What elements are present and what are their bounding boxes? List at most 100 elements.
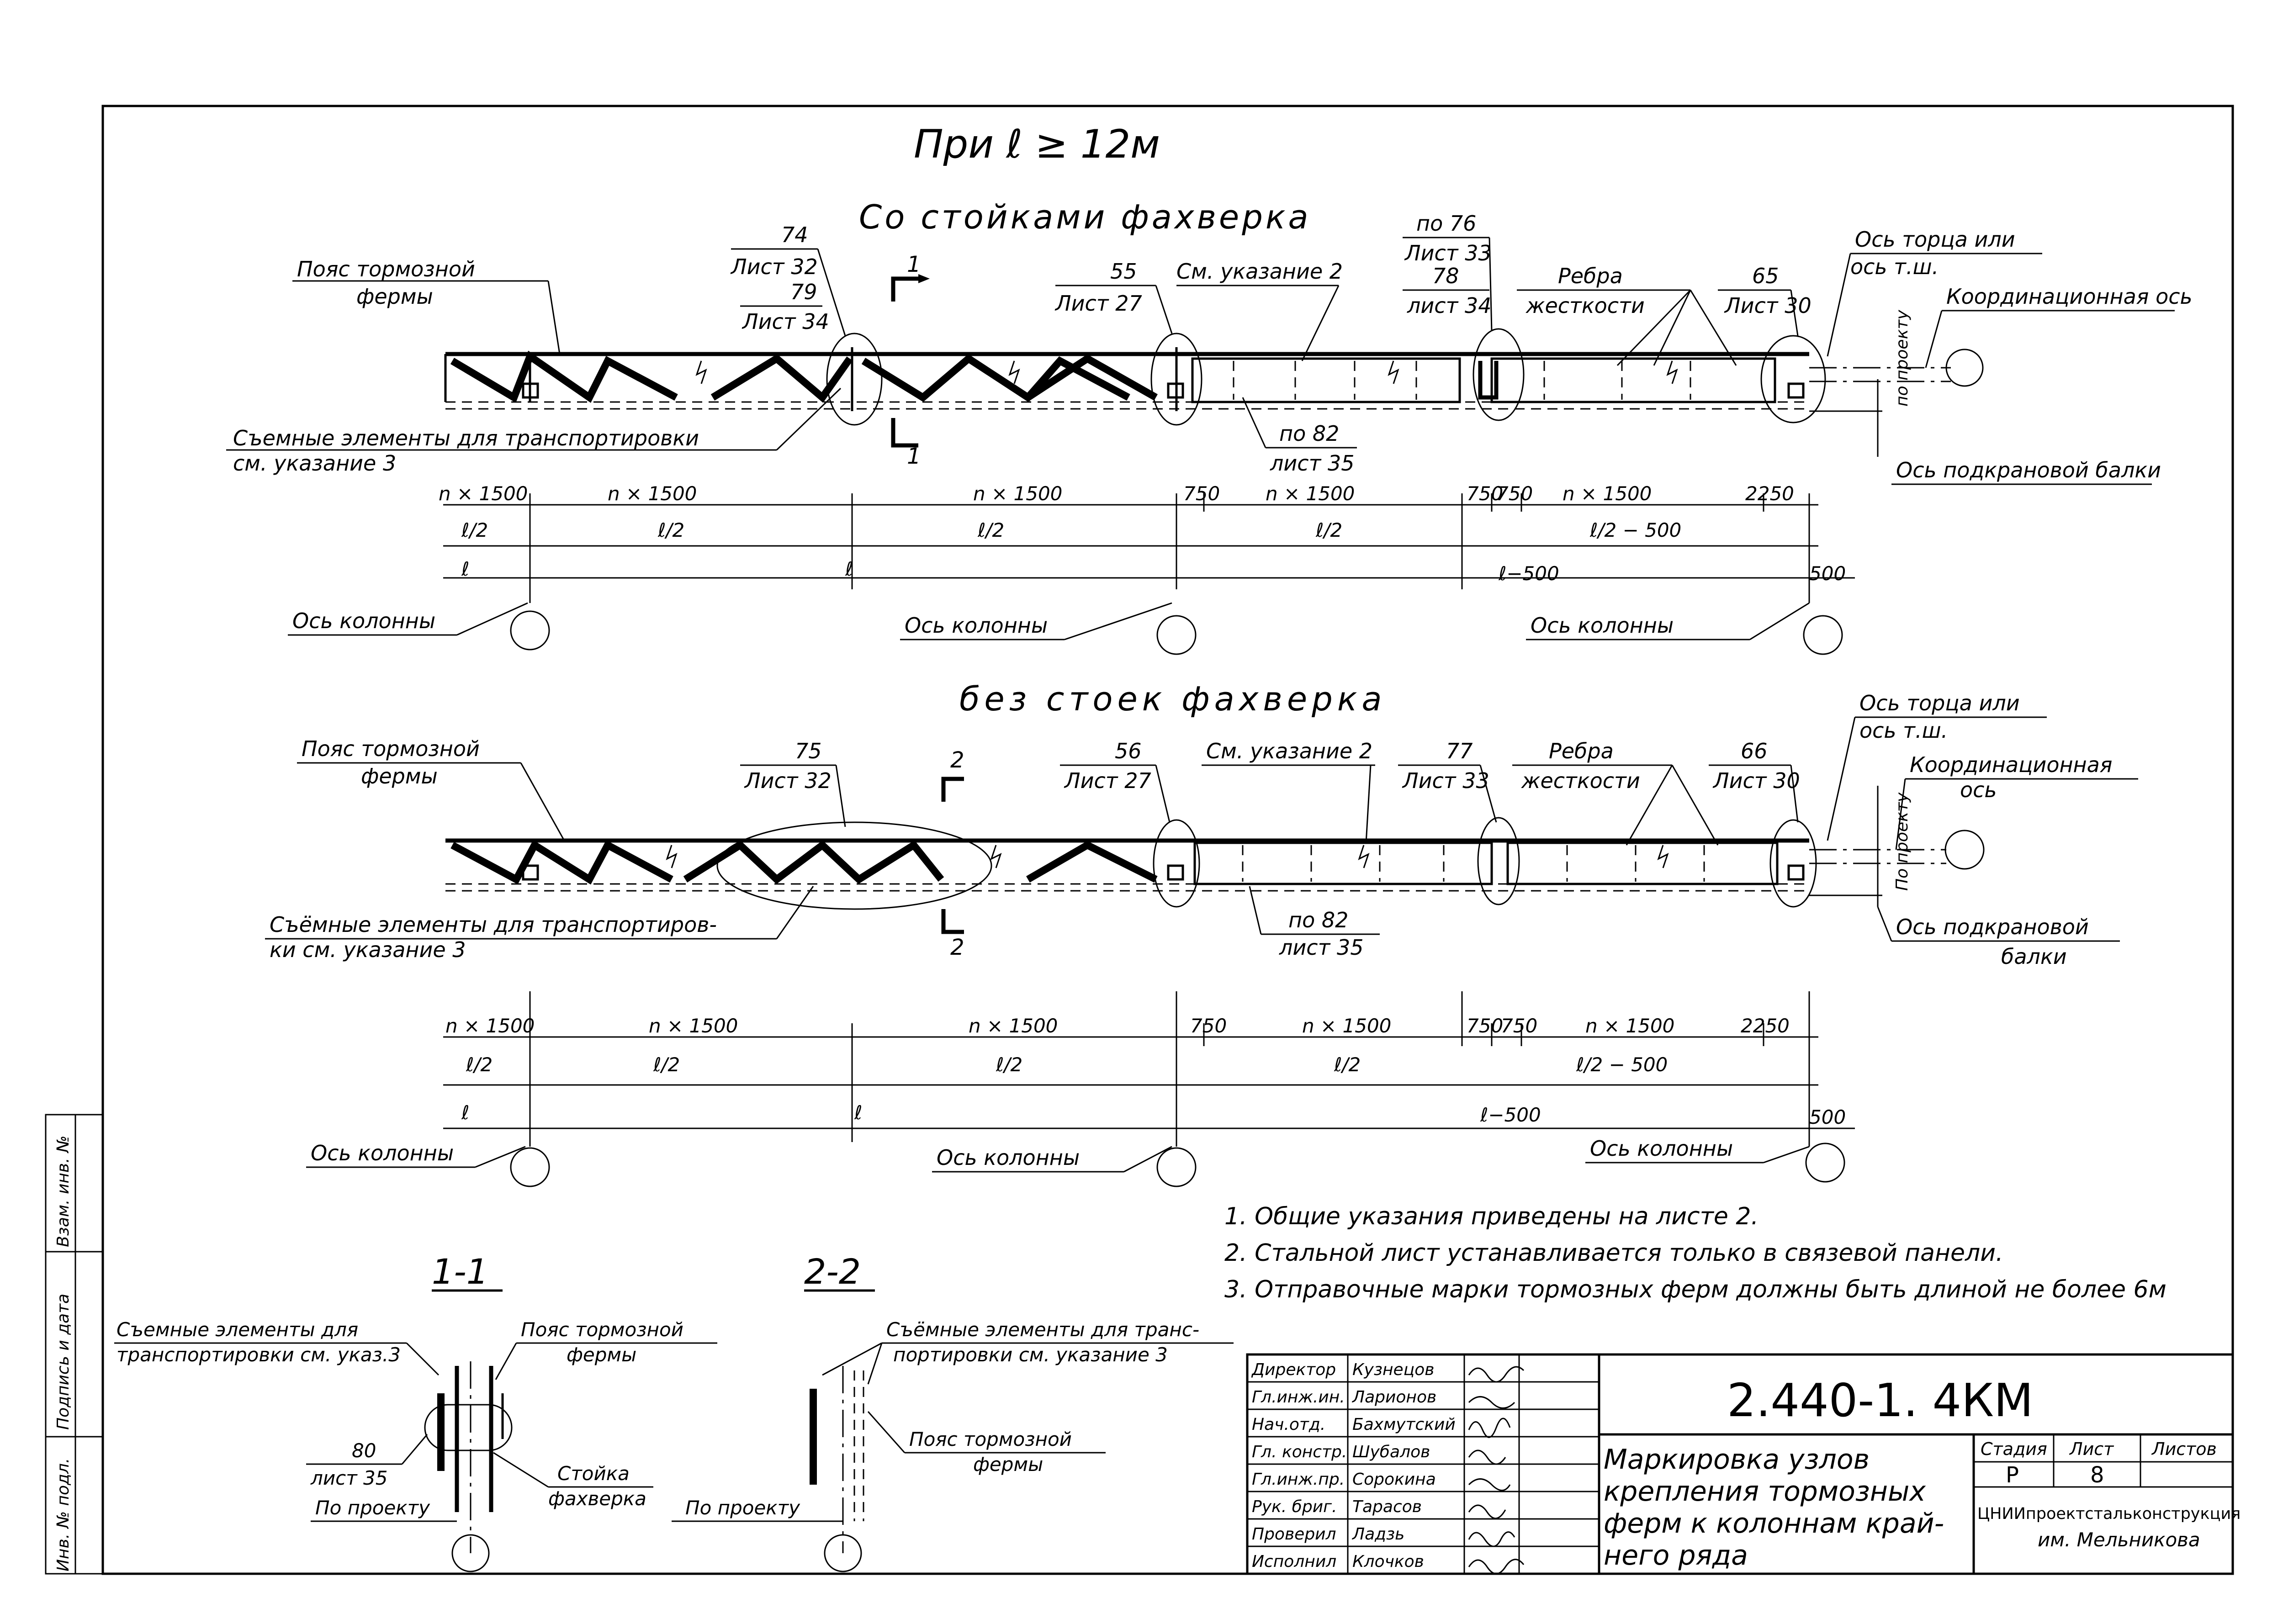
bottom-diagonals (450, 840, 1158, 885)
bottom-coord-axis-2: ось (1960, 778, 1997, 802)
section-1-removable-2: транспортировки см. указ.3 (117, 1344, 401, 1366)
top-c78-sheet: лист 34 (1407, 293, 1492, 318)
bottom-c82-sheet: лист 35 (1279, 935, 1364, 960)
tb-name-4: Шубалов (1352, 1443, 1430, 1461)
bottom-c66-num: 66 (1741, 739, 1768, 763)
bottom-c77-num: 77 (1446, 739, 1473, 763)
bottom-dim-r1-2: n × 1500 (649, 1015, 738, 1037)
top-dim-r2-3: ℓ/2 (977, 519, 1004, 541)
section-1-c80-sheet: лист 35 (310, 1467, 388, 1489)
tb-name-6: Тарасов (1352, 1497, 1422, 1516)
bottom-dim-r3-1: ℓ (461, 1101, 469, 1124)
top-dim-r3-4: 500 (1809, 562, 1846, 585)
bottom-end-axis-1: Ось торца или (1859, 691, 2020, 715)
section-2-belt-1: Пояс тормозной (909, 1428, 1072, 1450)
bottom-crane-axis-2: балки (2001, 944, 2067, 969)
top-c65-sheet: Лист 30 (1724, 293, 1812, 318)
bottom-section-mark-lower: 2 (950, 935, 964, 960)
tb-role-5: Гл.инж.пр. (1252, 1470, 1345, 1489)
top-dim-r1-4: 750 (1183, 482, 1220, 505)
bottom-dim-r2-1: ℓ/2 (466, 1053, 493, 1076)
bottom-ribs-1: Ребра (1549, 739, 1614, 763)
top-c78-num: 78 (1432, 264, 1459, 288)
top-c65-num: 65 (1752, 264, 1779, 288)
bottom-labels: Пояс тормозной фермы 75 Лист 32 56 Лист … (265, 691, 2138, 969)
top-dim-r1-1: n × 1500 (439, 482, 528, 505)
tb-role-1: Директор (1251, 1360, 1336, 1379)
heading: При ℓ ≥ 12м (914, 122, 1160, 167)
top-section-marks: 1 1 (891, 252, 930, 469)
top-c74-sheet: Лист 32 (730, 254, 818, 279)
tb-name-1: Кузнецов (1352, 1360, 1434, 1379)
bottom-dim-r1-8: n × 1500 (1585, 1015, 1674, 1037)
top-dimensions: n × 1500 n × 1500 n × 1500 750 n × 1500 … (439, 482, 1855, 603)
top-po-proektu: по проекту (1893, 310, 1912, 407)
bottom-c75-num: 75 (795, 739, 822, 763)
bottom-belt-2: фермы (361, 764, 438, 788)
top-belt-1: Пояс тормозной (297, 257, 475, 281)
side-stamp-inv: Инв. № подл. (54, 1458, 73, 1571)
top-dim-r2-5: ℓ/2 − 500 (1589, 519, 1681, 541)
bottom-coord-axis-1: Координационная (1910, 752, 2112, 777)
bottom-dim-r3-2: ℓ (854, 1101, 862, 1124)
bottom-dim-r1-7: 750 (1501, 1015, 1537, 1037)
bottom-ribs-2: жесткости (1521, 768, 1640, 793)
top-column-axis-3: Ось колонны (1531, 613, 1674, 638)
tb-sheet: 8 (2090, 1462, 2104, 1488)
top-c79-num: 79 (790, 280, 817, 304)
bottom-c66-sheet: Лист 30 (1712, 768, 1800, 793)
top-c79-sheet: Лист 34 (742, 309, 829, 334)
tb-role-7: Проверил (1252, 1525, 1336, 1544)
top-dim-r1-9: 2250 (1745, 482, 1794, 505)
bottom-dim-r2-5: ℓ/2 − 500 (1576, 1053, 1668, 1076)
side-stamp-replace: Взам. инв. № (54, 1136, 73, 1247)
tb-stage: Р (2006, 1462, 2019, 1488)
section-1-po-proektu: По проекту (315, 1497, 430, 1519)
bottom-dim-r2-4: ℓ/2 (1334, 1053, 1361, 1076)
top-ribs-1: Ребра (1558, 264, 1623, 288)
top-dim-r1-8: n × 1500 (1563, 482, 1652, 505)
bottom-removable-1: Съёмные элементы для транспортиров- (270, 912, 717, 937)
top-dim-r1-5: n × 1500 (1266, 482, 1355, 505)
top-section-mark-lower: 1 (907, 444, 921, 469)
top-c76-sheet: Лист 33 (1404, 241, 1492, 265)
top-c74-num: 74 (781, 222, 808, 247)
bottom-dim-r1-9: 2250 (1741, 1015, 1790, 1037)
top-removable-1: Съемные элементы для транспортировки (233, 426, 699, 450)
section-2-title: 2-2 (804, 1251, 861, 1292)
top-dim-r1-6: 750 (1467, 482, 1503, 505)
top-section-mark-upper: 1 (907, 252, 921, 277)
section-2-po-proektu: По проекту (685, 1497, 800, 1519)
view-bottom-title: без стоек фахверка (959, 680, 1386, 718)
top-see-note2: См. указание 2 (1176, 259, 1343, 284)
tb-sheet-label: Лист (2069, 1439, 2114, 1459)
tb-name-line-2: крепления тормозных (1604, 1476, 1926, 1508)
top-crane-axis: Ось подкрановой балки (1896, 458, 2161, 482)
bottom-c56-sheet: Лист 27 (1064, 768, 1151, 793)
section-1-belt-1: Пояс тормозной (521, 1318, 683, 1341)
tb-name-7: Ладзь (1351, 1525, 1404, 1544)
top-dim-r3-1: ℓ (461, 558, 469, 580)
section-1-1: 1-1 Съемные элементы для транспортировки… (114, 1251, 717, 1572)
bottom-see-note2: См. указание 2 (1206, 739, 1372, 763)
top-end-axis-1: Ось торца или (1855, 227, 2015, 252)
bottom-dim-r1-6: 750 (1467, 1015, 1503, 1037)
top-column-axis-2: Ось колонны (905, 613, 1048, 638)
tb-name-line-1: Маркировка узлов (1604, 1444, 1870, 1476)
top-dim-r1-2: n × 1500 (608, 482, 697, 505)
bottom-end-axis-2: ось т.ш. (1859, 718, 1948, 743)
tb-name-2: Ларионов (1351, 1388, 1436, 1407)
top-c55-sheet: Лист 27 (1054, 291, 1142, 316)
view-top: Со стойками фахверка (226, 198, 2193, 655)
note-3: 3. Отправочные марки тормозных ферм долж… (1224, 1276, 2166, 1303)
tb-role-8: Исполнил (1252, 1552, 1336, 1571)
note-1: 1. Общие указания приведены на листе 2. (1224, 1203, 1759, 1230)
bottom-crane-axis-1: Ось подкрановой (1896, 915, 2089, 939)
section-1-post-1: Стойка (557, 1462, 630, 1485)
tb-role-2: Гл.инж.ин. (1252, 1388, 1345, 1407)
bottom-removable-2: ки см. указание 3 (270, 937, 466, 962)
side-stamp-signature: Подпись и дата (54, 1294, 73, 1430)
section-1-c80-num: 80 (352, 1439, 376, 1462)
tb-role-4: Гл. констр. (1252, 1443, 1347, 1461)
bottom-dim-r2-3: ℓ/2 (996, 1053, 1022, 1076)
